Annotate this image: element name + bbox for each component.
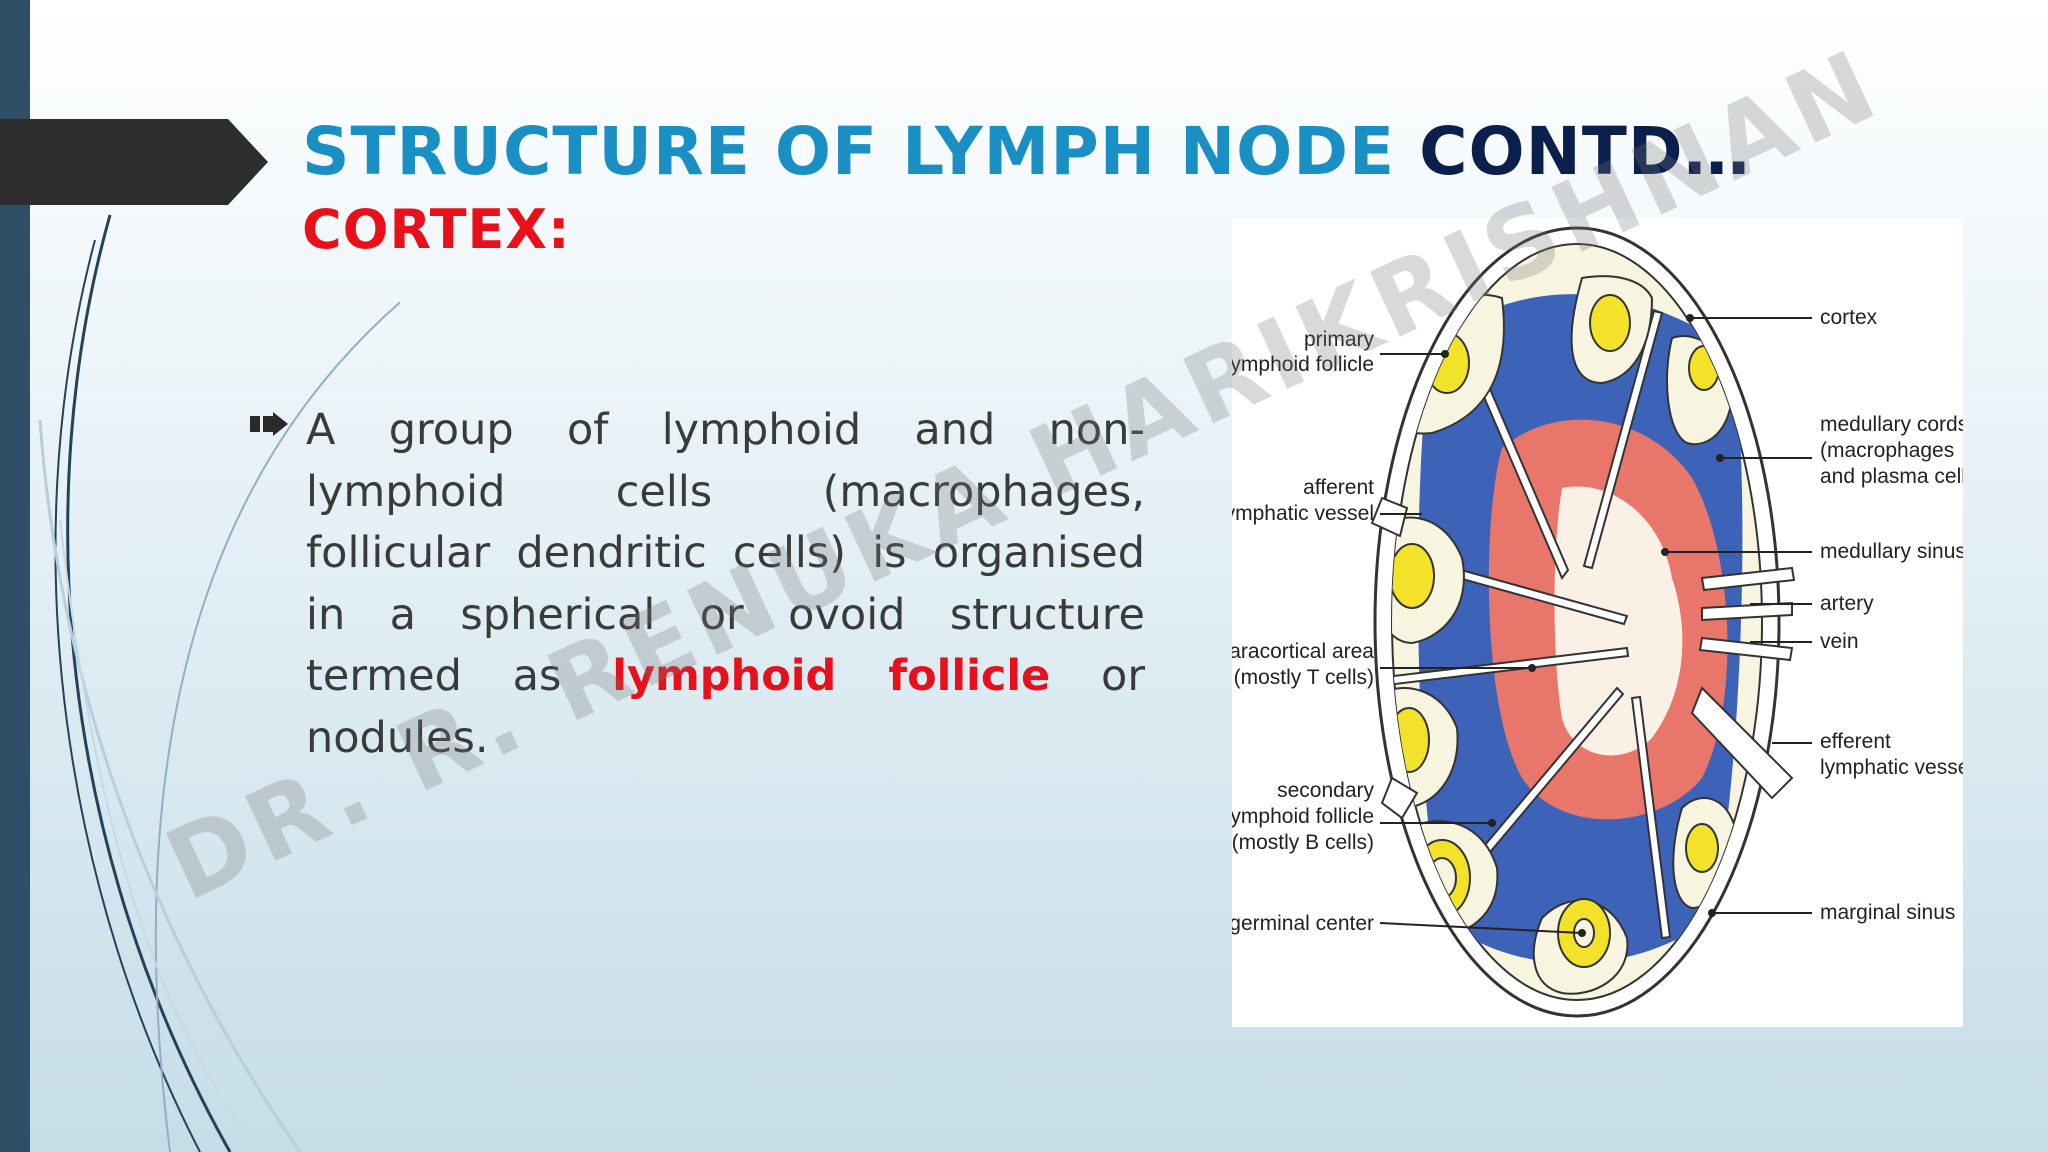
- label-primary-1: primary: [1304, 328, 1375, 351]
- label-secondary-1: secondary: [1277, 779, 1374, 802]
- bullet-text: A group of lymphoid and non-lymphoid cel…: [306, 400, 1145, 769]
- slide-title: STRUCTURE OF LYMPH NODE CONTD…: [302, 112, 1751, 192]
- label-cortex: cortex: [1820, 306, 1878, 329]
- label-paracortical-1: paracortical area: [1232, 640, 1374, 663]
- label-vein: vein: [1820, 630, 1859, 653]
- bullet-text-after: or nodules.: [306, 651, 1146, 763]
- bullet-text-before: A group of lymphoid and non-lymphoid cel…: [306, 405, 1145, 701]
- lymph-node-diagram-svg: primary lymphoid follicle afferent lymph…: [1232, 226, 1963, 1018]
- bullet-highlight: lymphoid follicle: [612, 651, 1051, 701]
- label-efferent-2: lymphatic vessel: [1820, 756, 1963, 779]
- label-secondary-2: lymphoid follicle: [1232, 805, 1374, 828]
- label-medullary-cords-1: medullary cords: [1820, 413, 1963, 436]
- lymph-node-diagram: primary lymphoid follicle afferent lymph…: [1232, 218, 1963, 1027]
- label-artery: artery: [1820, 592, 1874, 615]
- bullet-item: A group of lymphoid and non-lymphoid cel…: [250, 400, 1145, 769]
- title-part-2: CONTD…: [1419, 113, 1751, 190]
- label-afferent-2: lymphatic vessel: [1232, 502, 1374, 525]
- label-paracortical-2: (mostly T cells): [1234, 666, 1374, 689]
- label-medullary-sinus: medullary sinus: [1820, 540, 1963, 563]
- arrow-bullet-icon: [250, 412, 288, 436]
- label-marginal: marginal sinus: [1820, 901, 1955, 924]
- slide-subtitle: CORTEX:: [302, 198, 571, 261]
- bullet-list: A group of lymphoid and non-lymphoid cel…: [250, 400, 1145, 769]
- label-medullary-cords-2: (macrophages: [1820, 439, 1954, 462]
- decorative-curves: [38, 214, 400, 1152]
- label-efferent-1: efferent: [1820, 730, 1891, 753]
- label-germinal: germinal center: [1232, 912, 1374, 935]
- title-part-1: STRUCTURE OF LYMPH NODE: [302, 113, 1420, 190]
- label-afferent-1: afferent: [1303, 476, 1374, 499]
- label-secondary-3: (mostly B cells): [1232, 831, 1374, 854]
- label-medullary-cords-3: and plasma cells): [1820, 465, 1963, 488]
- label-primary-2: lymphoid follicle: [1232, 353, 1374, 376]
- title-arrow-tab: [0, 119, 268, 205]
